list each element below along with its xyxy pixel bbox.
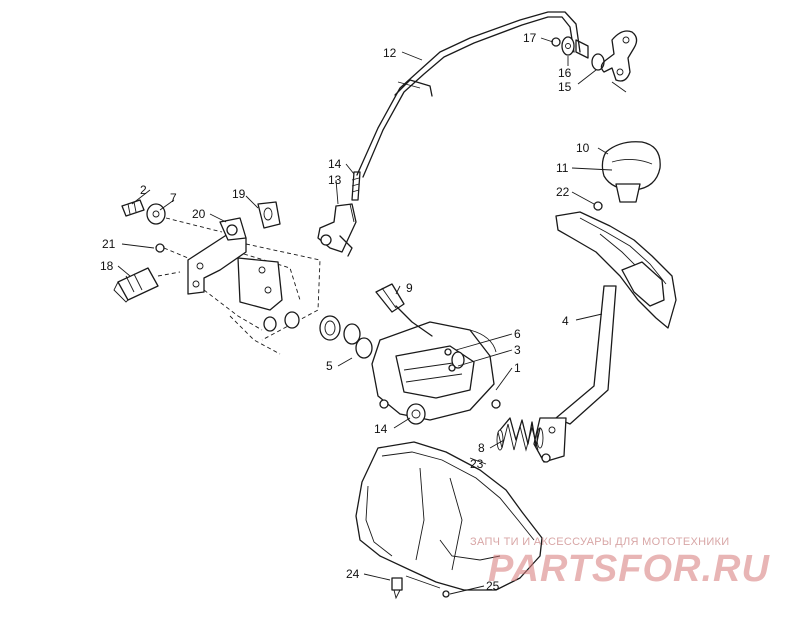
washer-16: [561, 36, 575, 56]
rod-nut-17: [551, 37, 561, 47]
callout-10: 10: [576, 141, 590, 155]
shift-housing: [371, 321, 501, 425]
watermark-logo: PARTSFOR.RU: [488, 548, 770, 590]
callout-18: 18: [100, 259, 114, 273]
leader-lines: [117, 37, 613, 595]
callout-24: 24: [346, 567, 360, 581]
callout-21: 21: [102, 237, 116, 251]
nut-3: [448, 364, 456, 372]
callout-14-upper: 14: [328, 157, 342, 171]
callout-23: 23: [470, 457, 484, 471]
screw-22: [593, 201, 603, 211]
bolt-2-and-washer-7: [121, 199, 223, 233]
rod-end-linkage: [551, 30, 638, 93]
callout-2: 2: [140, 183, 147, 197]
ball-joint-link: [600, 30, 638, 82]
callout-11: 11: [556, 161, 569, 175]
callout-6: 6: [514, 327, 521, 341]
bolt-axis-21: [163, 247, 189, 259]
shift-knob: [601, 141, 661, 203]
washer-15: [591, 53, 605, 71]
callout-22: 22: [556, 185, 570, 199]
callout-13: 13: [328, 173, 342, 187]
callout-4: 4: [562, 314, 569, 328]
switch: [375, 283, 433, 337]
callout-16: 16: [558, 66, 572, 80]
sensor-18: [113, 267, 181, 303]
callout-8: 8: [478, 441, 485, 455]
lever-boot: [355, 441, 543, 591]
o-rings: [319, 315, 373, 359]
shift-rod: [356, 11, 581, 178]
callout-7: 7: [170, 191, 177, 205]
callout-17: 17: [523, 31, 537, 45]
callout-20: 20: [192, 207, 206, 221]
callout-15: 15: [558, 80, 572, 94]
fastener-24: [391, 577, 403, 600]
rod-clevis: [317, 171, 361, 257]
callout-labels: 12 17 16 15 14 13 10 11 22 2 7 19 20 21 …: [100, 31, 590, 593]
callout-14-lower: 14: [374, 422, 388, 436]
rivet-25: [442, 590, 450, 598]
callout-3: 3: [514, 343, 521, 357]
watermark-tagline: ЗАПЧ ТИ И АКСЕССУАРЫ ДЛЯ МОТОТЕХНИКИ: [470, 536, 730, 548]
callout-5: 5: [326, 359, 333, 373]
washer-6: [444, 348, 452, 356]
shift-lever: [533, 211, 677, 463]
callout-25: 25: [486, 579, 500, 593]
spring: [496, 417, 544, 452]
callout-9: 9: [406, 281, 413, 295]
callout-1: 1: [514, 361, 521, 375]
callout-19: 19: [232, 187, 246, 201]
callout-12: 12: [383, 46, 397, 60]
mounting-bracket: [187, 201, 321, 355]
nut-21: [155, 243, 165, 253]
